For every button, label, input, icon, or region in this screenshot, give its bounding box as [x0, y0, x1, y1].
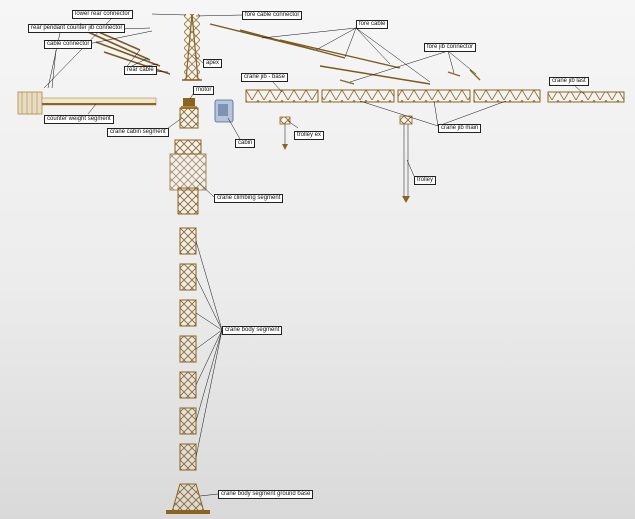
- fore-jib-connector-part: [339, 69, 481, 85]
- crane-climbing-segment-part: [169, 139, 207, 215]
- crane-jib-base-part: [245, 89, 319, 103]
- label-lower-rear-connector: lower rear connector: [72, 10, 133, 19]
- crane-body-segment-parts: [179, 227, 197, 471]
- label-apex: apex: [203, 59, 223, 68]
- cabin-part: [214, 99, 234, 123]
- fore-cable-part: [209, 23, 431, 85]
- trolley-ex-part: [279, 116, 291, 150]
- label-cabin: cabin: [235, 139, 256, 148]
- label-crane-body-segment: crane body segment: [222, 326, 283, 335]
- label-crane-jib-base: crane jib - base: [241, 73, 289, 82]
- label-counter-weight-segment: counter weight segment: [44, 115, 114, 124]
- trolley-part: [399, 115, 413, 203]
- label-fore-jib-connector: fore jib connector: [424, 43, 477, 52]
- label-rear-cable: rear cable: [124, 66, 157, 75]
- label-motor: motor: [193, 86, 215, 95]
- label-trolley: trolley: [414, 176, 437, 185]
- crane-jib-last-part: [547, 91, 625, 103]
- counter-weight-segment-part: [17, 91, 157, 115]
- leader-lines: [43, 13, 585, 497]
- label-crane-body-segment-ground-base: crane body segment ground base: [218, 490, 314, 499]
- label-crane-jib-last: crane jib last: [549, 77, 589, 86]
- crane-body-segment-ground-base-part: [166, 483, 210, 514]
- label-fore-cable-connector: fore cable connector: [242, 11, 303, 20]
- crane-jib-main-part: [321, 89, 541, 103]
- label-trolley-ex: trolley ex: [294, 131, 325, 140]
- motor-part: [181, 98, 197, 109]
- label-crane-climbing-segment: crane climbing segment: [214, 194, 284, 203]
- label-crane-jib-main: crane jib main: [438, 124, 482, 133]
- label-rear-pendant-counter-jib-connector: rear pendant counter jib connector: [28, 24, 126, 33]
- label-cable-connector: cable connector: [44, 40, 93, 49]
- label-crane-cabin-segment: crane cabin segment: [107, 128, 169, 137]
- crane-cabin-segment-part: [179, 107, 199, 129]
- label-fore-cable: fore cable: [356, 20, 389, 29]
- apex-part: [182, 13, 202, 81]
